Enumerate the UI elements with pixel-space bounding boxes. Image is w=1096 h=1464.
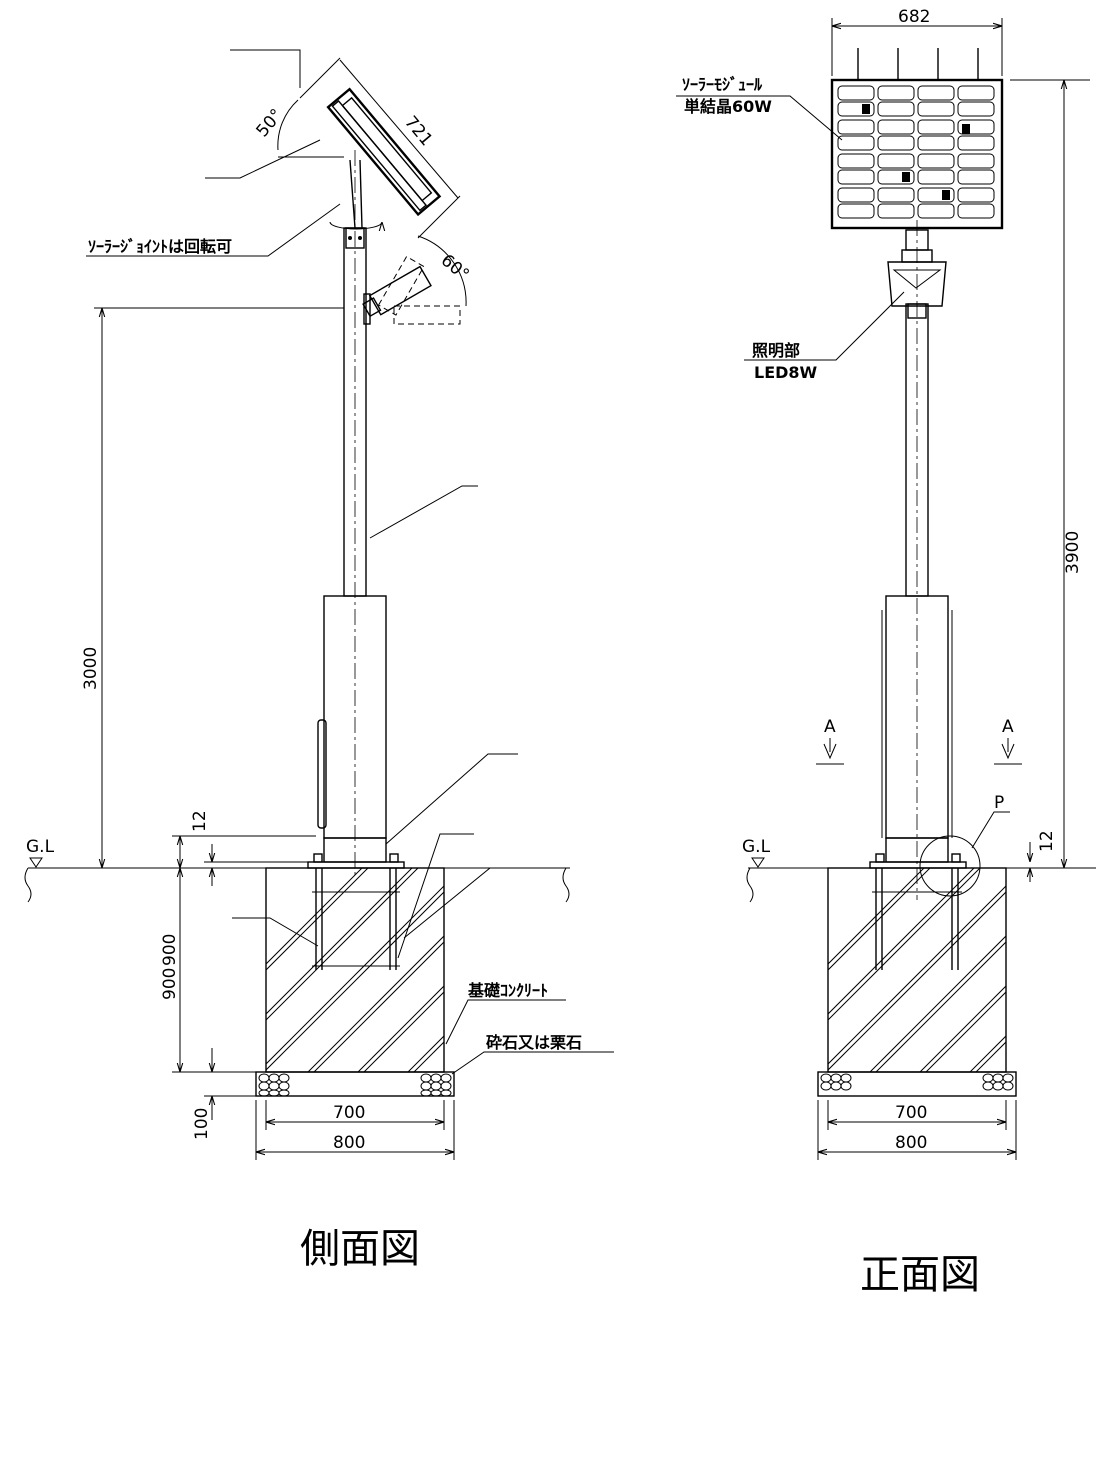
dim-width-outer: 800	[333, 1133, 365, 1153]
dim-panel-width: 682	[898, 7, 930, 27]
gravel-label: 砕石又は栗石	[486, 1033, 582, 1052]
dim-width-inner-front: 700	[895, 1103, 927, 1123]
front-view-title: 正面図	[860, 1252, 980, 1298]
ground-break-left	[24, 867, 32, 903]
angle-panel-label: 50°	[253, 105, 288, 141]
leader-gravel	[451, 1051, 614, 1075]
rotation-arrow	[329, 221, 382, 229]
dim-base-upper: 900	[160, 934, 180, 966]
side-view	[24, 49, 614, 1160]
section-a-right: A	[1002, 717, 1014, 737]
dim-panel-length: 721	[400, 112, 436, 150]
gl-label-front: G.L	[742, 837, 771, 857]
gravel-layer	[255, 1071, 455, 1097]
gl-label: G.L	[26, 837, 55, 857]
leader-anchor	[403, 867, 520, 939]
light-label-1: 照明部	[752, 341, 800, 360]
foundation-concrete	[265, 867, 445, 1073]
dim-foundation: 900	[160, 968, 180, 1000]
leader-panel-mid	[205, 139, 321, 179]
dim-width-inner: 700	[333, 1103, 365, 1123]
solar-panel-front	[830, 78, 1004, 230]
dim-width-outer-front: 800	[895, 1133, 927, 1153]
leader-joint	[86, 203, 341, 257]
gravel-pattern	[258, 1073, 452, 1097]
dim-gap: 12	[190, 810, 210, 832]
joint-note: ｿｰﾗｰｼﾞｮｲﾝﾄは回転可	[88, 237, 232, 256]
side-view-title: 側面図	[300, 1226, 420, 1272]
angle-arc-60	[417, 235, 467, 307]
light-label-2: LED8W	[754, 363, 818, 382]
solar-panel-side	[326, 87, 442, 217]
concrete-label: 基礎ｺﾝｸﾘｰﾄ	[467, 981, 548, 1000]
module-label-2: 単結晶60W	[684, 97, 772, 116]
section-a-left: A	[824, 717, 836, 737]
detail-p-label: P	[994, 793, 1004, 813]
leader-door	[232, 917, 319, 947]
solar-cells	[837, 85, 995, 219]
ground-break-right	[562, 867, 570, 903]
angle-light-label: 60°	[437, 251, 473, 286]
dim-gap-front: 12	[1037, 830, 1057, 852]
leader-concrete	[445, 999, 566, 1045]
detail-circle-p	[919, 835, 981, 897]
leader-panel-top	[230, 49, 301, 88]
dim-gravel: 100	[192, 1108, 212, 1140]
access-door	[317, 719, 327, 829]
leader-pole	[369, 485, 478, 539]
dim-total-height: 3900	[1063, 531, 1083, 574]
angle-arc-50	[277, 99, 299, 151]
light-fixture-side	[362, 265, 432, 318]
front-view	[676, 18, 1096, 1160]
dim-pole-height: 3000	[81, 647, 101, 690]
gravel-layer-front	[817, 1071, 1017, 1097]
leader-bolt	[397, 833, 474, 959]
module-label-1: ｿｰﾗｰﾓｼﾞｭｰﾙ	[682, 75, 763, 94]
leader-lower-pole	[385, 753, 518, 845]
